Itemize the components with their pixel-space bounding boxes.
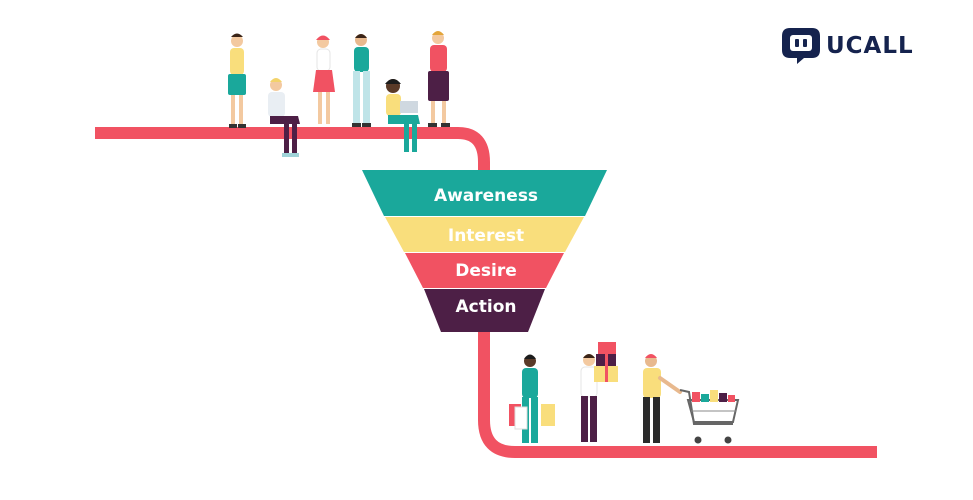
person-icon	[228, 33, 246, 128]
person-icon	[509, 354, 555, 443]
funnel-stage-interest	[385, 217, 584, 252]
funnel-label-awareness: Awareness	[434, 186, 538, 206]
customers-shopping-icon	[509, 342, 740, 444]
people-waiting-icon	[228, 31, 450, 157]
person-icon	[580, 342, 618, 442]
funnel-stage-awareness	[362, 170, 607, 216]
funnel-stage-desire	[405, 253, 564, 288]
funnel-label-interest: Interest	[448, 226, 524, 246]
shopping-cart-icon	[679, 389, 740, 444]
funnel: Awareness Interest Desire Action	[362, 170, 607, 332]
customer-path-line	[95, 127, 877, 458]
funnel-stage-action	[424, 289, 545, 332]
brand-name: UCALL	[826, 33, 914, 59]
person-icon	[643, 354, 682, 443]
person-icon	[313, 35, 335, 124]
person-icon	[385, 79, 420, 152]
funnel-label-desire: Desire	[455, 261, 517, 281]
brand-logo: UCALL	[782, 28, 914, 64]
person-icon	[352, 34, 371, 127]
person-icon	[268, 78, 300, 157]
gift-boxes-icon	[594, 342, 618, 382]
person-icon	[428, 31, 450, 127]
funnel-label-action: Action	[456, 297, 517, 317]
chat-bubble-icon	[782, 28, 820, 64]
